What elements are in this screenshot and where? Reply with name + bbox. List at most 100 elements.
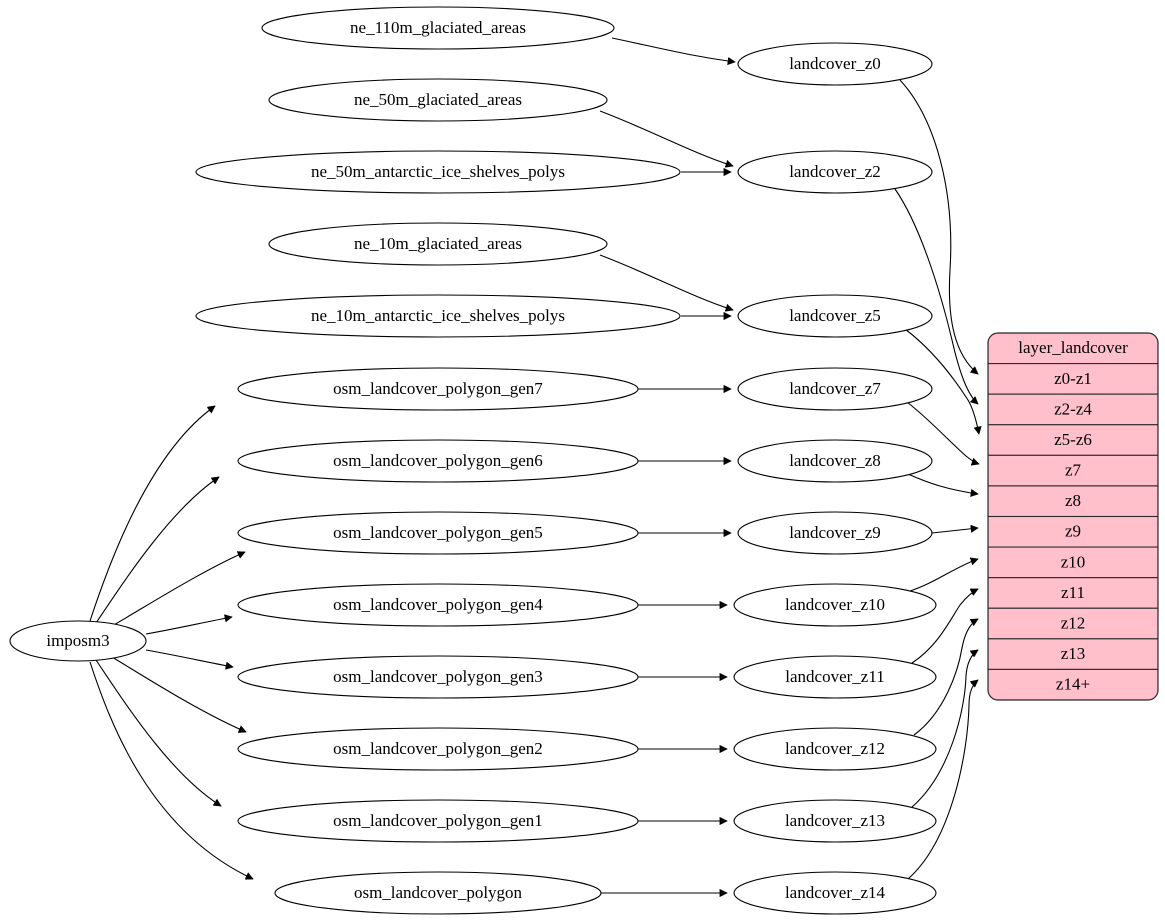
table-row-z8[interactable]: z8 [988, 485, 1158, 518]
node-ne_10m_glaciated_areas[interactable]: ne_10m_glaciated_areas [268, 222, 608, 266]
node-label-osm_landcover_polygon_gen2: osm_landcover_polygon_gen2 [333, 739, 543, 758]
edge-landcover_z8-to-row_z8 [907, 473, 978, 494]
table-row-z11[interactable]: z11 [988, 577, 1158, 609]
node-shape-landcover_z11 [733, 655, 937, 699]
node-label-ne_50m_glaciated_areas: ne_50m_glaciated_areas [354, 90, 522, 109]
node-label-osm_landcover_polygon_gen6: osm_landcover_polygon_gen6 [333, 451, 543, 470]
node-shape-osm_landcover_polygon_gen6 [237, 439, 639, 483]
edge-landcover_z12-to-row_z12 [913, 618, 978, 736]
table-row-z0-z1[interactable]: z0-z1 [988, 363, 1158, 395]
edge-landcover_z11-to-row_z11 [911, 588, 978, 664]
table-outer-border [987, 332, 1159, 701]
node-label-landcover_z0: landcover_z0 [789, 54, 881, 73]
edge-imposm3-to-osm_landcover_polygon [89, 661, 253, 879]
node-landcover_z14[interactable]: landcover_z14 [733, 871, 937, 915]
node-shape-landcover_z9 [737, 511, 933, 555]
node-label-ne_50m_antarctic_ice_shelves_polys: ne_50m_antarctic_ice_shelves_polys [311, 162, 565, 181]
node-label-ne_10m_glaciated_areas: ne_10m_glaciated_areas [354, 234, 522, 253]
node-landcover_z10[interactable]: landcover_z10 [733, 583, 937, 627]
node-shape-imposm3 [9, 620, 147, 662]
table-row-z9[interactable]: z9 [988, 515, 1158, 548]
node-osm_landcover_polygon_gen5[interactable]: osm_landcover_polygon_gen5 [237, 511, 639, 555]
node-shape-ne_50m_antarctic_ice_shelves_polys [195, 150, 681, 194]
table-cell-z7 [988, 454, 1158, 487]
node-label-ne_10m_antarctic_ice_shelves_polys: ne_10m_antarctic_ice_shelves_polys [311, 306, 565, 325]
node-shape-landcover_z0 [737, 42, 933, 86]
node-landcover_z11[interactable]: landcover_z11 [733, 655, 937, 699]
edge-landcover_z0-to-row_z0-z1 [899, 79, 978, 374]
node-imposm3[interactable]: imposm3 [9, 620, 147, 662]
node-label-osm_landcover_polygon_gen7: osm_landcover_polygon_gen7 [333, 379, 543, 398]
table-cell-label-z14+: z14+ [1056, 675, 1090, 694]
node-osm_landcover_polygon_gen7[interactable]: osm_landcover_polygon_gen7 [237, 367, 639, 411]
table-row-z2-z4[interactable]: z2-z4 [988, 393, 1158, 426]
edge-ne_110m_glaciated_areas-to-landcover_z0 [611, 37, 735, 62]
table-cell-z0-z1 [988, 363, 1158, 395]
table-cell-z14+ [988, 668, 1158, 700]
node-osm_landcover_polygon_gen2[interactable]: osm_landcover_polygon_gen2 [237, 727, 639, 771]
node-osm_landcover_polygon[interactable]: osm_landcover_polygon [274, 871, 602, 915]
node-landcover_z5[interactable]: landcover_z5 [737, 294, 933, 338]
edge-imposm3-to-osm_landcover_polygon_gen5 [111, 552, 245, 627]
node-shape-landcover_z12 [733, 727, 937, 771]
node-landcover_z0[interactable]: landcover_z0 [737, 42, 933, 86]
node-shape-osm_landcover_polygon [274, 871, 602, 915]
edge-landcover_z7-to-row_z7 [906, 401, 979, 464]
edge-imposm3-to-osm_landcover_polygon_gen3 [145, 649, 233, 667]
nodes-layer: imposm3 ne_110m_glaciated_areas ne_50m_gla… [9, 6, 937, 915]
node-landcover_z12[interactable]: landcover_z12 [733, 727, 937, 771]
node-osm_landcover_polygon_gen1[interactable]: osm_landcover_polygon_gen1 [237, 799, 639, 843]
node-landcover_z7[interactable]: landcover_z7 [737, 367, 933, 411]
node-shape-ne_50m_glaciated_areas [268, 78, 608, 122]
node-label-landcover_z10: landcover_z10 [785, 595, 885, 614]
node-ne_10m_antarctic_ice_shelves_polys[interactable]: ne_10m_antarctic_ice_shelves_polys [195, 294, 681, 338]
edge-landcover_z10-to-row_z10 [909, 559, 978, 592]
node-ne_50m_antarctic_ice_shelves_polys[interactable]: ne_50m_antarctic_ice_shelves_polys [195, 150, 681, 194]
node-label-landcover_z7: landcover_z7 [789, 379, 881, 398]
edge-imposm3-to-osm_landcover_polygon_gen6 [95, 476, 219, 624]
edges-layer [89, 37, 979, 893]
node-label-osm_landcover_polygon_gen4: osm_landcover_polygon_gen4 [333, 595, 543, 614]
node-osm_landcover_polygon_gen4[interactable]: osm_landcover_polygon_gen4 [237, 583, 639, 627]
table-row-z7[interactable]: z7 [988, 454, 1158, 487]
node-shape-ne_10m_antarctic_ice_shelves_polys [195, 294, 681, 338]
node-label-landcover_z8: landcover_z8 [789, 451, 881, 470]
edge-imposm3-to-osm_landcover_polygon_gen4 [145, 617, 232, 635]
table-cell-z11 [988, 577, 1158, 609]
node-shape-ne_110m_glaciated_areas [261, 6, 615, 50]
node-shape-landcover_z13 [733, 799, 937, 843]
node-shape-osm_landcover_polygon_gen5 [237, 511, 639, 555]
table-cell-label-z12: z12 [1061, 613, 1086, 632]
table-row-z14+[interactable]: z14+ [988, 668, 1158, 700]
edge-imposm3-to-osm_landcover_polygon_gen2 [111, 656, 246, 732]
node-shape-landcover_z8 [737, 439, 933, 483]
table-header-cell [988, 333, 1158, 365]
node-osm_landcover_polygon_gen6[interactable]: osm_landcover_polygon_gen6 [237, 439, 639, 483]
node-landcover_z9[interactable]: landcover_z9 [737, 511, 933, 555]
node-shape-landcover_z10 [733, 583, 937, 627]
table-cell-label-z5-z6: z5-z6 [1054, 430, 1092, 449]
edge-imposm3-to-osm_landcover_polygon_gen1 [95, 659, 221, 807]
node-label-landcover_z13: landcover_z13 [785, 811, 885, 830]
table-row-z10[interactable]: z10 [988, 546, 1158, 579]
edge-ne_50m_glaciated_areas-to-landcover_z2 [599, 110, 733, 166]
node-landcover_z2[interactable]: landcover_z2 [737, 150, 933, 194]
table-row-z12[interactable]: z12 [988, 607, 1158, 640]
node-landcover_z8[interactable]: landcover_z8 [737, 439, 933, 483]
node-ne_50m_glaciated_areas[interactable]: ne_50m_glaciated_areas [268, 78, 608, 122]
node-landcover_z13[interactable]: landcover_z13 [733, 799, 937, 843]
table-row-z13[interactable]: z13 [988, 638, 1158, 670]
table-header-row[interactable]: layer_landcover [988, 333, 1158, 365]
edge-landcover_z9-to-row_z9 [931, 528, 978, 534]
node-shape-osm_landcover_polygon_gen2 [237, 727, 639, 771]
node-ne_110m_glaciated_areas[interactable]: ne_110m_glaciated_areas [261, 6, 615, 50]
edge-landcover_z5-to-row_z5-z6 [904, 328, 979, 434]
node-label-landcover_z5: landcover_z5 [789, 306, 881, 325]
node-label-imposm3: imposm3 [46, 631, 109, 650]
node-label-osm_landcover_polygon_gen1: osm_landcover_polygon_gen1 [333, 811, 543, 830]
table-row-z5-z6[interactable]: z5-z6 [988, 424, 1158, 456]
table-cell-label-z9: z9 [1065, 522, 1081, 541]
table-cell-z2-z4 [988, 393, 1158, 426]
node-osm_landcover_polygon_gen3[interactable]: osm_landcover_polygon_gen3 [237, 655, 639, 699]
node-shape-osm_landcover_polygon_gen4 [237, 583, 639, 627]
